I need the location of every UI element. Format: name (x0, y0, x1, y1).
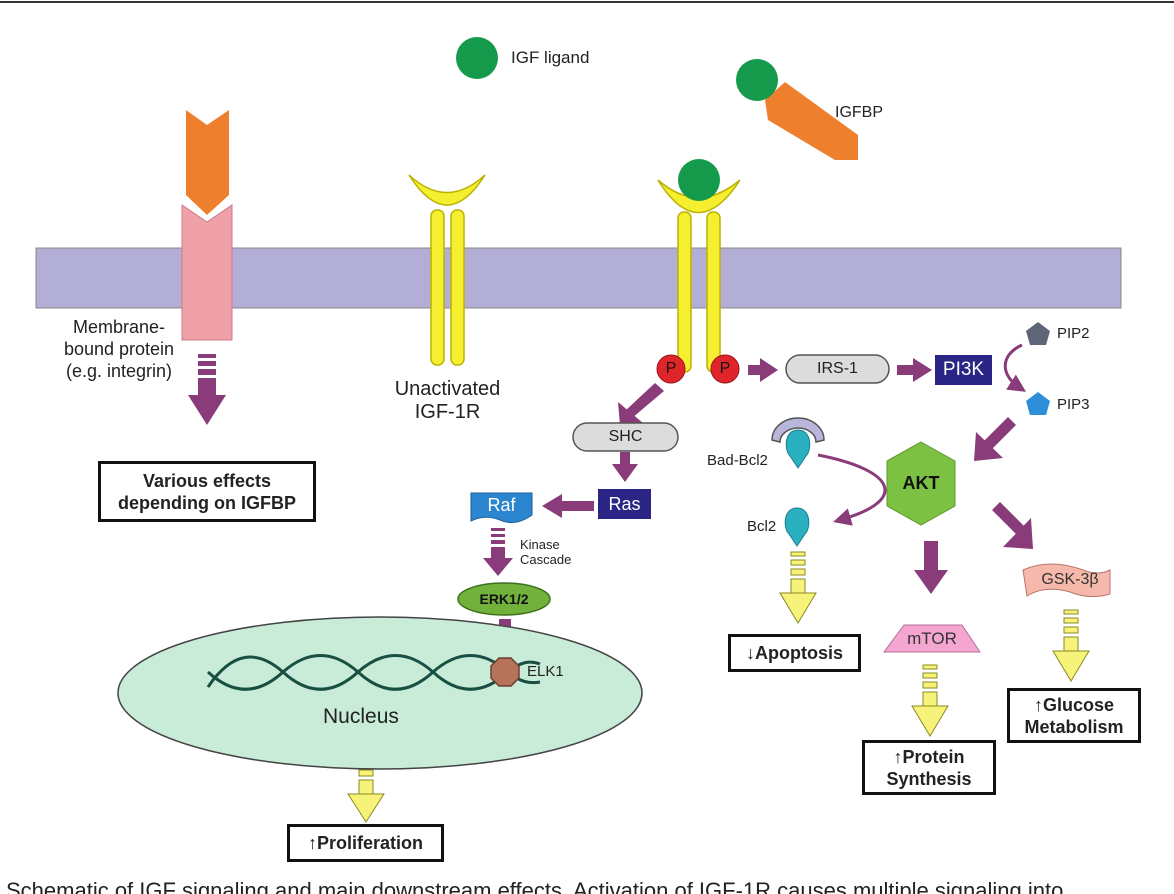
protein-line2: Synthesis (886, 768, 972, 789)
kinase-cascade-label: Kinase Cascade (520, 537, 571, 567)
ras-node-shape (598, 489, 651, 519)
unactivated-line2: IGF-1R (414, 401, 481, 423)
phosphate-right-label: P (719, 360, 731, 377)
outcome-various-effects: Various effects depending on IGFBP (98, 461, 316, 522)
membrane-protein-shape (181, 204, 233, 341)
bad-bcl2-icon (771, 417, 825, 469)
membrane-protein-line2: bound protein (63, 339, 175, 359)
erk-label: ERK1/2 (479, 591, 529, 607)
activated-receptor-icon (657, 159, 741, 373)
outcome-glucose-metabolism: ↑Glucose Metabolism (1007, 688, 1141, 743)
unactivated-receptor-icon (408, 174, 486, 366)
pip-conversion-arrow (1003, 343, 1027, 392)
pip2-label: PIP2 (1057, 325, 1090, 342)
glucose-line2: Metabolism (1024, 716, 1124, 737)
igfbp-bound-icon (186, 110, 229, 215)
igfbp-label: IGFBP (835, 104, 884, 121)
raf-node-shape (470, 492, 533, 524)
unactivated-receptor-label: Unactivated IGF-1R (390, 378, 505, 424)
bcl2-icon (784, 507, 810, 547)
gsk-label: GSK-3β (1041, 571, 1099, 588)
elk1-label: ELK1 (527, 663, 564, 680)
kinase-line1: Kinase (520, 537, 560, 552)
akt-label: AKT (902, 472, 940, 493)
figure-caption: Schematic of IGF signaling and main down… (6, 878, 1064, 894)
bcl2-release-arrow (817, 453, 887, 526)
outcome-apoptosis: ↓Apoptosis (728, 634, 861, 672)
bad-bcl2-label: Bad-Bcl2 (707, 452, 768, 469)
igfbp-icon (736, 59, 858, 160)
pathway-arrows (483, 358, 1033, 650)
phosphate-left-label: P (665, 360, 677, 377)
akt-hexagon-shape (886, 441, 956, 526)
various-line1: Various effects (142, 470, 272, 491)
outcome-proliferation: ↑Proliferation (287, 824, 444, 862)
elk1-octagon-icon (490, 657, 520, 687)
gsk-node-shape (1022, 563, 1111, 598)
membrane-protein-line3: (e.g. integrin) (65, 361, 173, 381)
outcome-protein-synthesis: ↑Protein Synthesis (862, 740, 996, 795)
phosphate-right-icon (710, 354, 740, 384)
nucleus-shape (117, 616, 643, 770)
pip3-pentagon-icon (1026, 392, 1050, 415)
nucleus-label: Nucleus (323, 705, 399, 728)
igf-ligand-icon (456, 37, 498, 79)
bcl2-label: Bcl2 (747, 518, 777, 535)
raf-label: Raf (487, 494, 516, 515)
irs1-label: IRS-1 (817, 360, 858, 377)
apoptosis-text: ↓Apoptosis (746, 643, 843, 663)
pip2-pentagon-icon (1026, 322, 1050, 345)
mtor-node-shape (883, 624, 981, 653)
erk-node-shape (457, 582, 551, 616)
igf-ligand-bound-icon (678, 159, 720, 201)
irs1-node-shape (785, 354, 890, 384)
proliferation-text: ↑Proliferation (307, 833, 423, 853)
arrow-various-effects (188, 354, 226, 425)
pi3k-label: PI3K (942, 359, 985, 380)
ras-label: Ras (608, 493, 641, 514)
protein-line1: ↑Protein (893, 746, 965, 767)
membrane-protein-line1: Membrane- (72, 317, 166, 337)
pi3k-node-shape (935, 355, 992, 385)
membrane-protein-label: Membrane- bound protein (e.g. integrin) (44, 316, 194, 382)
various-line2: depending on IGFBP (118, 492, 296, 513)
pip3-label: PIP3 (1057, 396, 1090, 413)
igf-ligand-label: IGF ligand (511, 48, 590, 67)
glucose-line1: ↑Glucose (1033, 694, 1115, 715)
shc-node-shape (572, 422, 679, 452)
phosphate-left-icon (656, 354, 686, 384)
kinase-line2: Cascade (520, 552, 572, 567)
mtor-label: mTOR (907, 628, 957, 648)
shc-label: SHC (608, 428, 643, 445)
unactivated-line1: Unactivated (394, 378, 501, 400)
